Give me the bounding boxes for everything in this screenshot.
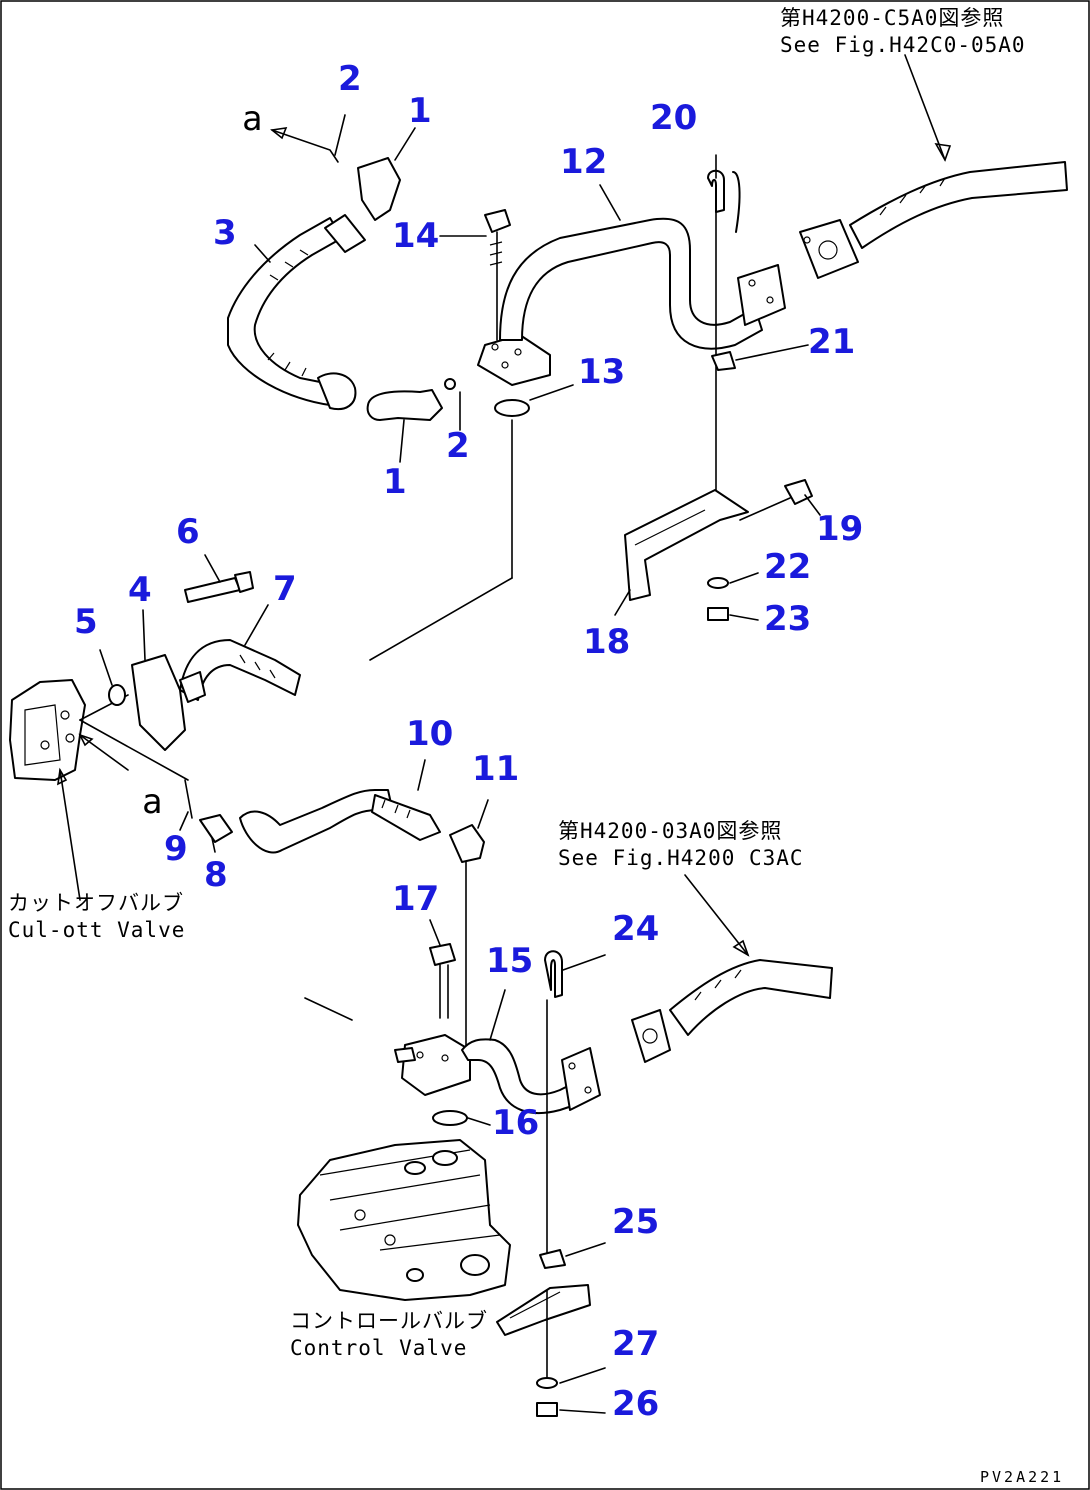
callout-16: 16 [492, 1103, 539, 1143]
cutoff-valve-label-jp: カットオフバルブ [8, 891, 184, 915]
callout-3: 3 [213, 213, 237, 253]
callout-27: 27 [612, 1324, 659, 1364]
callout-4: 4 [128, 570, 152, 610]
control-valve [297, 1139, 511, 1301]
letter-a-bottom: a [142, 782, 162, 822]
callout-23: 23 [764, 599, 811, 639]
lower-hose-assembly [179, 759, 489, 1046]
ref-top-jp: 第H4200-C5A0図参照 [780, 6, 1004, 30]
ref-top-en: See Fig.H42C0-05A0 [780, 33, 1026, 57]
upper-hose-assembly [227, 114, 461, 463]
callout-25: 25 [612, 1202, 659, 1242]
callout-12: 12 [560, 142, 607, 182]
callout-24: 24 [612, 909, 659, 949]
callout-2-bottom: 2 [446, 426, 470, 466]
letter-a-top: a [242, 99, 262, 139]
callout-22: 22 [764, 547, 811, 587]
ref-mid-jp: 第H4200-03A0図参照 [558, 819, 782, 843]
callout-19: 19 [816, 509, 863, 549]
callout-11: 11 [472, 749, 519, 789]
callout-15: 15 [486, 941, 533, 981]
callout-9: 9 [164, 829, 188, 869]
reference-labels: 第H4200-C5A0図参照 See Fig.H42C0-05A0 第H4200… [8, 6, 1064, 1486]
bracket-assembly [614, 154, 821, 621]
control-valve-label-jp: コントロールバルブ [290, 1309, 488, 1333]
callout-1-bottom: 1 [383, 462, 407, 502]
callout-14: 14 [392, 216, 439, 256]
top-right-hose [799, 54, 1068, 279]
callout-21: 21 [808, 322, 855, 362]
callout-26: 26 [612, 1384, 659, 1424]
callout-6: 6 [176, 512, 200, 552]
callout-numbers: 1 1 2 2 3 4 5 6 7 8 9 10 11 12 13 14 15 … [74, 59, 863, 1424]
callout-2-top: 2 [338, 59, 362, 99]
mid-right-hose [631, 874, 833, 1063]
ref-mid-en: See Fig.H4200 C3AC [558, 846, 804, 870]
callout-1-top: 1 [408, 91, 432, 131]
callout-18: 18 [583, 622, 630, 662]
callout-17: 17 [392, 879, 439, 919]
callout-8: 8 [204, 855, 228, 895]
pipe-15 [304, 919, 606, 1417]
callout-7: 7 [273, 569, 297, 609]
control-valve-label-en: Control Valve [290, 1336, 467, 1360]
callout-5: 5 [74, 602, 98, 642]
diagram-code: PV2A221 [980, 1468, 1064, 1486]
pipe-12 [369, 184, 786, 661]
callout-20: 20 [650, 98, 697, 138]
cutoff-valve-label-en: Cul-ott Valve [8, 918, 185, 942]
callout-10: 10 [406, 714, 453, 754]
cutoff-valve [9, 554, 301, 901]
callout-13: 13 [578, 352, 625, 392]
